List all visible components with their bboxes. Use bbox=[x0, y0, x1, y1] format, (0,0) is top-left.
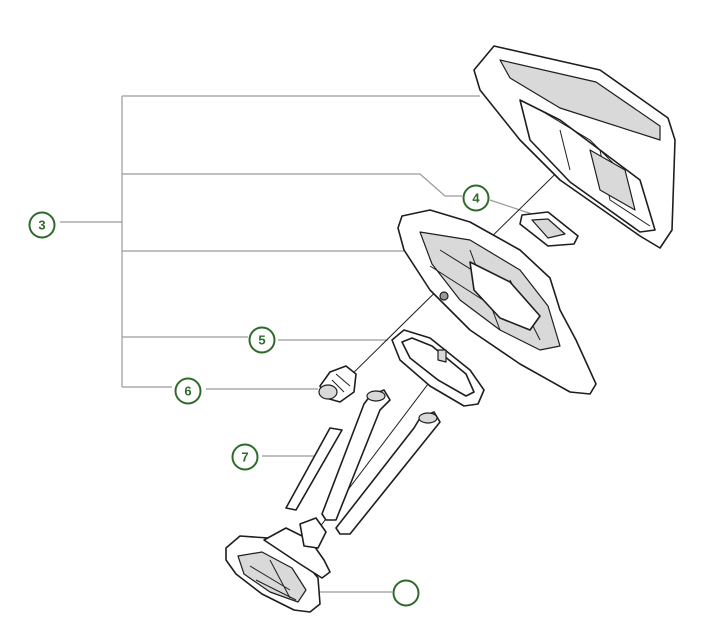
top-housing-part bbox=[473, 45, 676, 249]
leader-4 bbox=[489, 199, 536, 216]
callout-9-circle bbox=[392, 579, 420, 607]
callout-7-label: 7 bbox=[241, 450, 248, 465]
callout-4-label: 4 bbox=[472, 191, 480, 206]
washer-part bbox=[519, 211, 579, 247]
gasket-part bbox=[391, 329, 485, 407]
callout-5-label: 5 bbox=[258, 333, 265, 348]
callout-3: 3 bbox=[28, 211, 56, 239]
bolt-long bbox=[321, 389, 391, 521]
callout-9: 9 bbox=[392, 579, 420, 607]
bolt-left bbox=[285, 427, 343, 511]
callout-5-circle bbox=[248, 326, 276, 354]
callout-7-circle bbox=[231, 443, 259, 471]
callout-5: 5 bbox=[248, 326, 276, 354]
leader-3-bracket bbox=[60, 95, 480, 388]
plug-part bbox=[318, 365, 357, 403]
callout-6-circle bbox=[174, 377, 202, 405]
callout-3-circle bbox=[28, 211, 56, 239]
callout-4: 4 bbox=[462, 184, 490, 212]
mounting-plate-part bbox=[397, 209, 597, 395]
base-part bbox=[225, 517, 331, 613]
bolt-parts bbox=[285, 389, 441, 535]
callout-6: 6 bbox=[174, 377, 202, 405]
callout-4-circle bbox=[462, 184, 490, 212]
callout-3-label: 3 bbox=[38, 218, 45, 233]
callout-9-label: 9 bbox=[402, 586, 409, 601]
callout-6-label: 6 bbox=[184, 384, 191, 399]
callout-7: 7 bbox=[231, 443, 259, 471]
